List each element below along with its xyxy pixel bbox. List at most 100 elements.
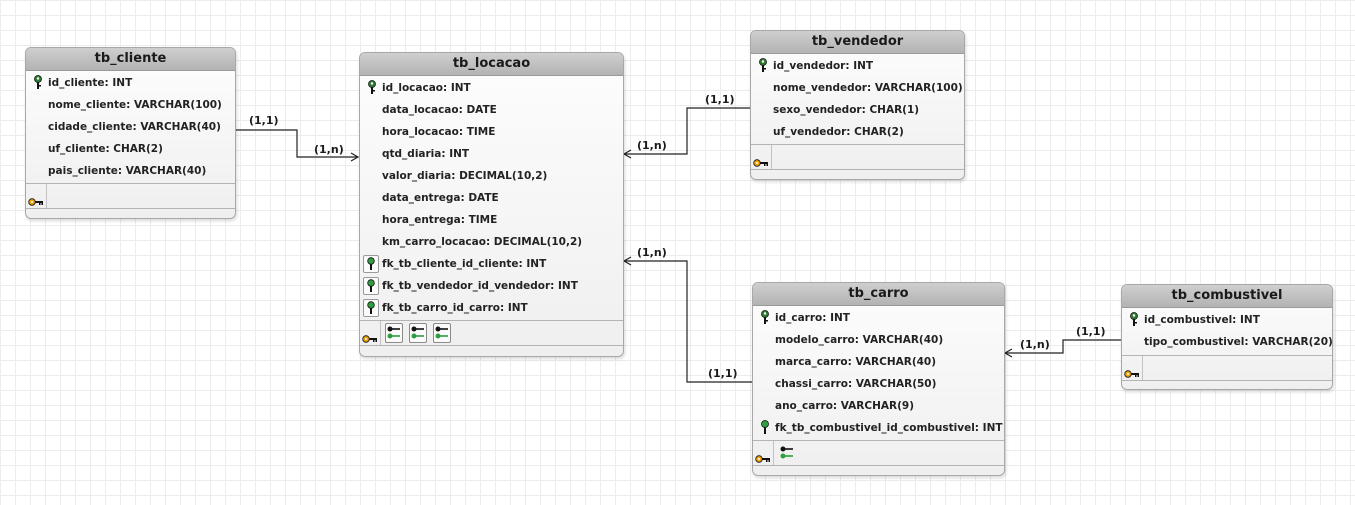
column-label: id_vendedor: INT <box>773 60 874 72</box>
column-row-pk[interactable]: id_vendedor: INT <box>751 55 964 77</box>
card-locacao-vendedor-side: (1,n) <box>637 139 667 152</box>
table-tb-carro[interactable]: tb_carro id_carro: INT modelo_carro: VAR… <box>752 282 1005 476</box>
column-row-pk[interactable]: id_locacao: INT <box>360 77 623 99</box>
column-label: tipo_combustivel: VARCHAR(20) <box>1144 336 1333 348</box>
column-row-fk[interactable]: fk_tb_combustivel_id_combustivel: INT <box>753 417 1004 439</box>
primary-key-icon <box>759 58 767 81</box>
index-key-icon <box>753 152 769 171</box>
primary-key-icon <box>761 310 769 333</box>
card-cliente-side: (1,1) <box>249 114 279 127</box>
column-row[interactable]: cidade_cliente: VARCHAR(40) <box>26 116 235 138</box>
column-row-fk[interactable]: fk_tb_carro_id_carro: INT <box>360 297 623 319</box>
column-label: uf_cliente: CHAR(2) <box>48 143 163 155</box>
column-row[interactable]: hora_entrega: TIME <box>360 209 623 231</box>
card-combustivel-side: (1,1) <box>1076 325 1106 338</box>
index-key-icon <box>755 448 771 467</box>
column-row[interactable]: uf_cliente: CHAR(2) <box>26 138 235 160</box>
column-label: data_entrega: DATE <box>382 192 499 204</box>
column-label: sexo_vendedor: CHAR(1) <box>773 104 920 116</box>
column-label: fk_tb_combustivel_id_combustivel: INT <box>775 422 1003 434</box>
column-row[interactable]: valor_diaria: DECIMAL(10,2) <box>360 165 623 187</box>
foreign-key-icon <box>761 420 769 443</box>
column-row[interactable]: hora_locacao: TIME <box>360 121 623 143</box>
column-row[interactable]: sexo_vendedor: CHAR(1) <box>751 99 964 121</box>
fk-index-icon[interactable] <box>409 323 427 343</box>
column-row-pk[interactable]: id_cliente: INT <box>26 72 235 94</box>
rel-combustivel-carro-line <box>1003 339 1121 358</box>
index-key-icon <box>1124 363 1140 382</box>
column-label: ano_carro: VARCHAR(9) <box>775 400 914 412</box>
column-label: nome_cliente: VARCHAR(100) <box>48 99 222 111</box>
column-row[interactable]: modelo_carro: VARCHAR(40) <box>753 329 1004 351</box>
foreign-key-icon <box>363 255 379 273</box>
fk-index-icon[interactable] <box>778 443 796 463</box>
column-row-pk[interactable]: id_combustivel: INT <box>1122 309 1332 331</box>
table-tb-cliente[interactable]: tb_cliente id_cliente: INT nome_cliente:… <box>25 47 236 219</box>
column-label: fk_tb_cliente_id_cliente: INT <box>382 258 547 270</box>
column-row[interactable]: pais_cliente: VARCHAR(40) <box>26 160 235 182</box>
column-label: hora_locacao: TIME <box>382 126 496 138</box>
table-title: tb_combustivel <box>1122 285 1332 308</box>
column-label: uf_vendedor: CHAR(2) <box>773 126 904 138</box>
column-label: id_cliente: INT <box>48 77 133 89</box>
column-label: pais_cliente: VARCHAR(40) <box>48 165 207 177</box>
table-title: tb_carro <box>753 283 1004 306</box>
column-label: km_carro_locacao: DECIMAL(10,2) <box>382 236 583 248</box>
column-label: cidade_cliente: VARCHAR(40) <box>48 121 221 133</box>
foreign-key-icon <box>363 277 379 295</box>
column-label: fk_tb_vendedor_id_vendedor: INT <box>382 280 578 292</box>
column-label: qtd_diaria: INT <box>382 148 470 160</box>
primary-key-icon <box>1130 312 1138 335</box>
column-label: hora_entrega: TIME <box>382 214 498 226</box>
primary-key-icon <box>368 80 376 103</box>
column-row[interactable]: uf_vendedor: CHAR(2) <box>751 121 964 143</box>
column-row-fk[interactable]: fk_tb_cliente_id_cliente: INT <box>360 253 623 275</box>
column-label: chassi_carro: VARCHAR(50) <box>775 378 937 390</box>
column-row[interactable]: marca_carro: VARCHAR(40) <box>753 351 1004 373</box>
rel-cliente-locacao-line <box>236 129 360 162</box>
column-label: fk_tb_carro_id_carro: INT <box>382 302 528 314</box>
table-title: tb_cliente <box>26 48 235 71</box>
table-title: tb_locacao <box>360 53 623 76</box>
column-row-pk[interactable]: id_carro: INT <box>753 307 1004 329</box>
index-bar <box>26 183 235 209</box>
card-locacao-cliente-side: (1,n) <box>314 143 344 156</box>
column-label: id_combustivel: INT <box>1144 314 1260 326</box>
table-tb-locacao[interactable]: tb_locacao id_locacao: INT data_locacao:… <box>359 52 624 357</box>
column-label: id_locacao: INT <box>382 82 471 94</box>
fk-index-icon[interactable] <box>385 323 403 343</box>
column-row[interactable]: nome_cliente: VARCHAR(100) <box>26 94 235 116</box>
foreign-key-icon <box>363 299 379 317</box>
table-title: tb_vendedor <box>751 31 964 54</box>
column-row[interactable]: data_locacao: DATE <box>360 99 623 121</box>
index-key-icon <box>28 191 44 210</box>
card-vendedor-side: (1,1) <box>705 93 735 106</box>
column-row[interactable]: ano_carro: VARCHAR(9) <box>753 395 1004 417</box>
column-row[interactable]: data_entrega: DATE <box>360 187 623 209</box>
index-bar <box>751 144 964 170</box>
index-bar <box>753 440 1004 466</box>
index-key-icon <box>362 328 378 347</box>
column-label: modelo_carro: VARCHAR(40) <box>775 334 944 346</box>
column-label: data_locacao: DATE <box>382 104 497 116</box>
primary-key-icon <box>34 75 42 98</box>
table-tb-combustivel[interactable]: tb_combustivel id_combustivel: INT tipo_… <box>1121 284 1333 390</box>
card-carro-combustivel-side: (1,n) <box>1020 338 1050 351</box>
column-row[interactable]: nome_vendedor: VARCHAR(100) <box>751 77 964 99</box>
table-tb-vendedor[interactable]: tb_vendedor id_vendedor: INT nome_vended… <box>750 30 965 180</box>
rel-vendedor-locacao-line <box>622 107 750 159</box>
column-row[interactable]: km_carro_locacao: DECIMAL(10,2) <box>360 231 623 253</box>
column-row-fk[interactable]: fk_tb_vendedor_id_vendedor: INT <box>360 275 623 297</box>
column-row[interactable]: tipo_combustivel: VARCHAR(20) <box>1122 331 1332 353</box>
column-row[interactable]: chassi_carro: VARCHAR(50) <box>753 373 1004 395</box>
column-label: marca_carro: VARCHAR(40) <box>775 356 937 368</box>
column-label: valor_diaria: DECIMAL(10,2) <box>382 170 548 182</box>
column-row[interactable]: qtd_diaria: INT <box>360 143 623 165</box>
index-bar <box>360 320 623 346</box>
column-label: nome_vendedor: VARCHAR(100) <box>773 82 963 94</box>
card-locacao-carro-side: (1,n) <box>637 246 667 259</box>
fk-index-icon[interactable] <box>433 323 451 343</box>
column-label: id_carro: INT <box>775 312 850 324</box>
rel-carro-locacao-line <box>622 256 752 383</box>
